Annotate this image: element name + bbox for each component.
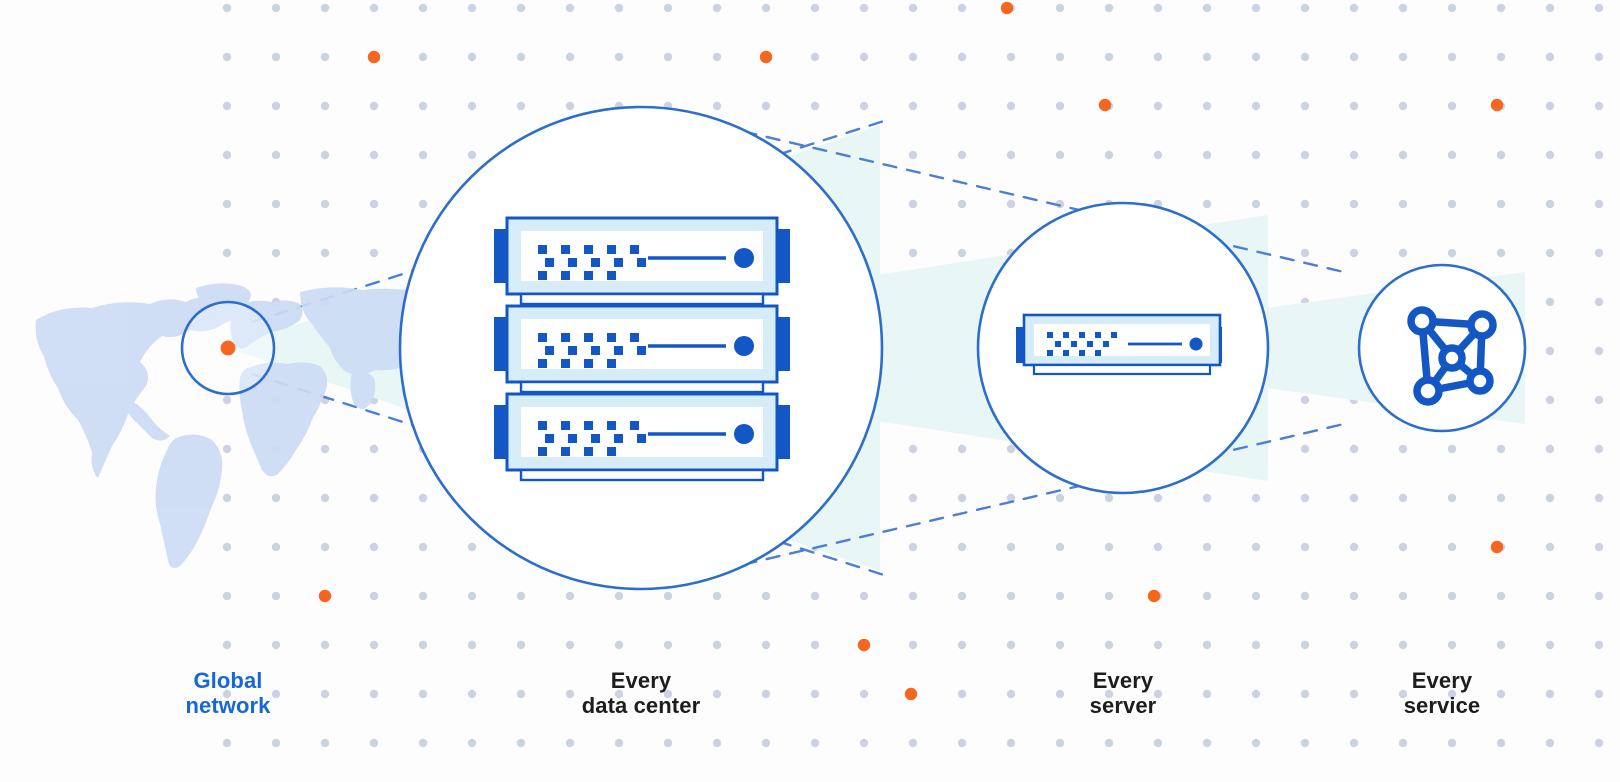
rack-unit xyxy=(494,392,790,482)
label-service: Every service xyxy=(1403,668,1481,718)
label-global-network: Global network xyxy=(185,668,271,718)
network-nodes-icon xyxy=(1407,306,1497,406)
globe-location-dot xyxy=(220,340,236,356)
server-rack-icon xyxy=(494,216,790,482)
orange-accent-dots xyxy=(318,1,1504,701)
rack-unit xyxy=(494,216,790,306)
label-server: Every server xyxy=(1089,668,1157,718)
label-data-center: Every data center xyxy=(581,668,701,718)
rack-unit xyxy=(494,304,790,394)
stage-service xyxy=(1357,263,1527,433)
single-server-icon xyxy=(1016,313,1222,376)
stage-data-center xyxy=(398,105,884,591)
stage-server xyxy=(976,201,1270,495)
